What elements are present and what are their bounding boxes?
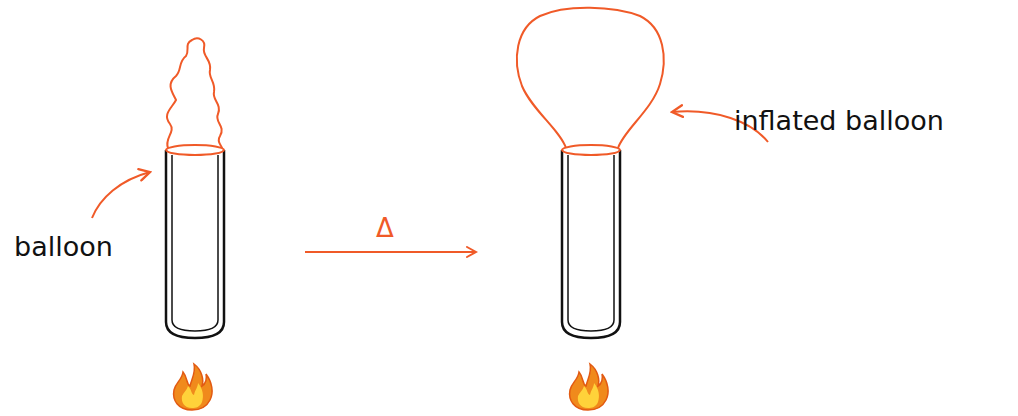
test-tube [166,145,224,338]
flame [174,364,212,410]
reaction-arrow [305,251,476,253]
leader-line [92,172,150,218]
part-label: balloon [14,232,113,262]
deflated-balloon [167,38,222,148]
inflated-balloon [517,8,664,148]
part-label: inflated balloon [734,106,944,136]
flame [570,364,608,410]
test-tube [562,145,620,338]
heat-symbol: Δ [376,214,394,243]
